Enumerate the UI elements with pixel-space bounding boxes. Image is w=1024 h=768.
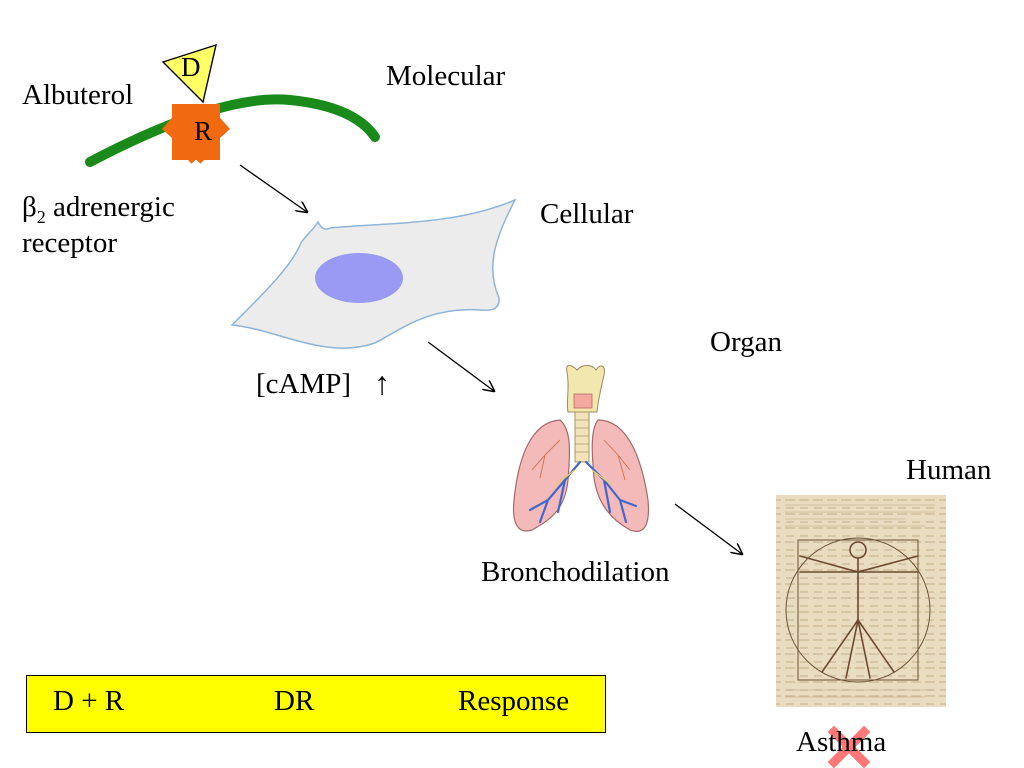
drug-triangle xyxy=(161,43,217,104)
membrane-curve xyxy=(85,94,380,167)
drug-symbol: D xyxy=(181,52,201,82)
equation-response: Response xyxy=(458,685,570,717)
second-messenger-label: [cAMP] xyxy=(256,368,352,400)
drug-name-label: Albuterol xyxy=(22,79,134,111)
arrow-organ-to-human xyxy=(674,503,742,554)
level-label-molecular: Molecular xyxy=(386,60,506,92)
equation-box: D + R DR Response xyxy=(26,675,606,733)
organ-effect-label: Bronchodilation xyxy=(481,556,670,588)
level-label-organ: Organ xyxy=(710,326,782,358)
level-label-human: Human xyxy=(906,454,992,486)
lungs-illustration xyxy=(512,364,650,532)
cross-out-icon xyxy=(827,725,871,768)
vitruvian-man-illustration xyxy=(776,495,946,707)
condition-label: Asthma xyxy=(796,726,887,758)
increase-arrow-icon: ↑ xyxy=(374,365,390,401)
receptor-name-label: β2 adrenergic receptor xyxy=(22,191,175,259)
arrow-molecule-to-cell xyxy=(239,164,307,212)
equation-complex: DR xyxy=(274,685,315,717)
cell-nucleus xyxy=(315,253,403,303)
receptor-symbol: R xyxy=(194,116,213,146)
receptor-shape xyxy=(161,104,231,164)
level-label-cellular: Cellular xyxy=(540,198,634,230)
equation-reactants: D + R xyxy=(53,685,125,717)
arrow-cell-to-organ xyxy=(427,341,494,391)
